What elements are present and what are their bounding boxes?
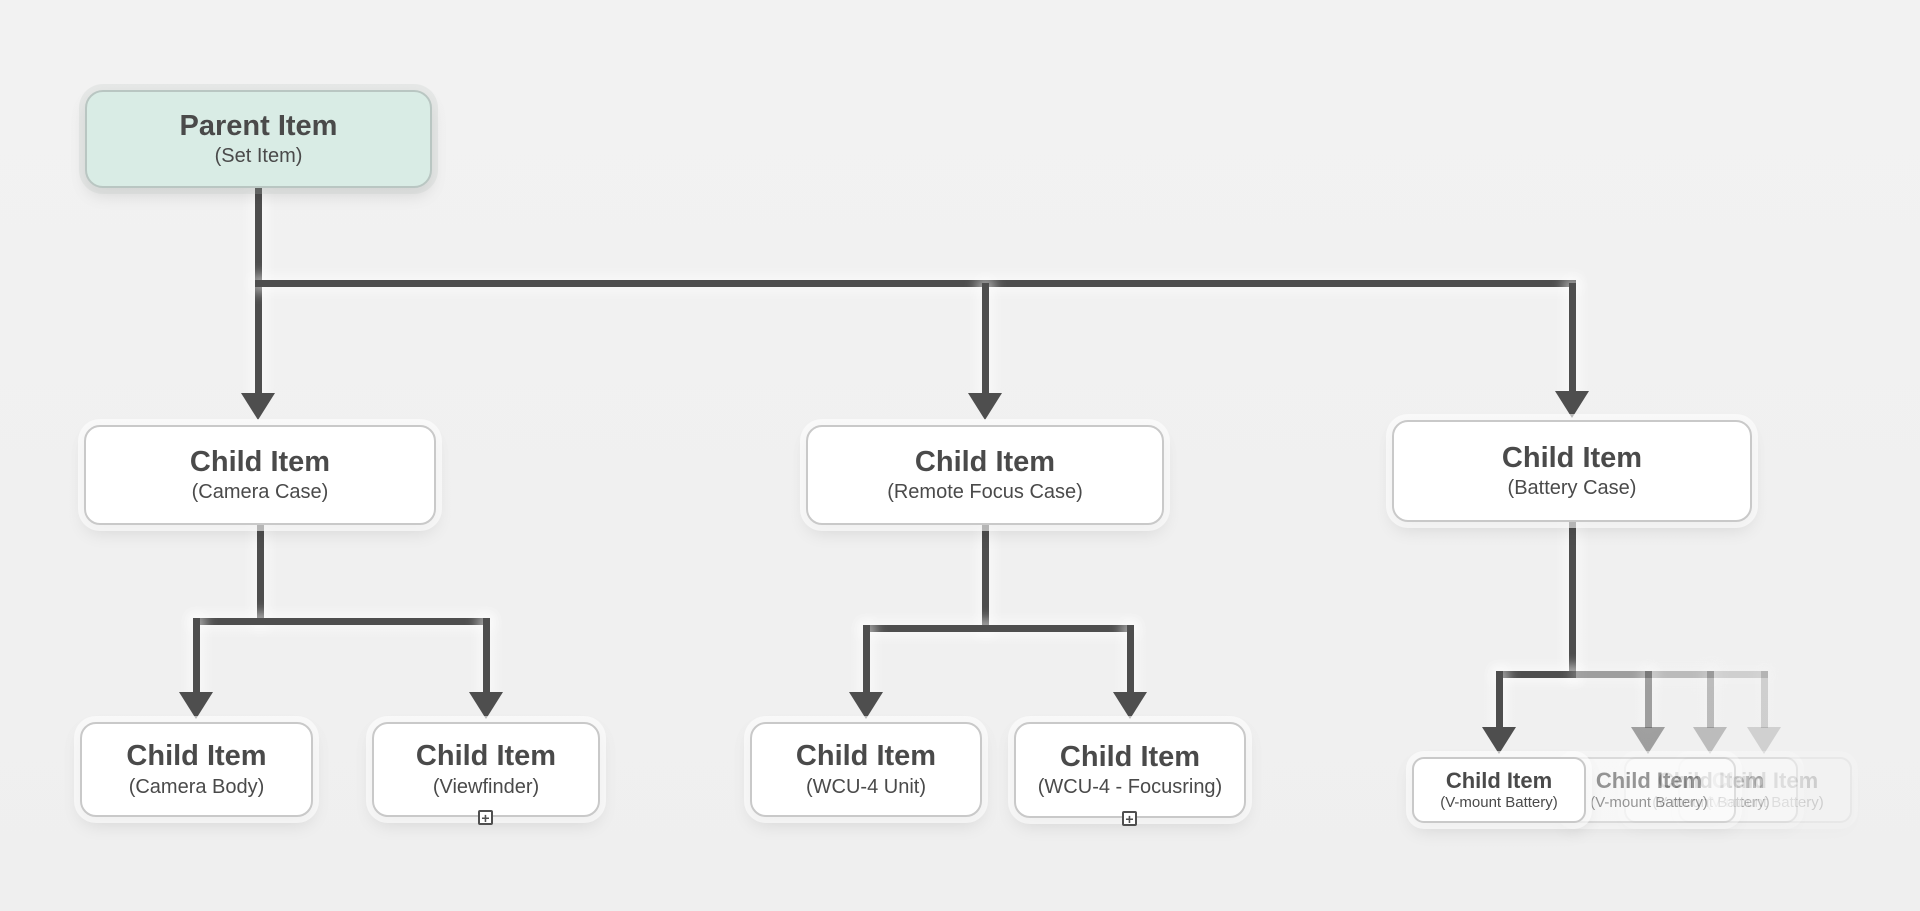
node-title: Child Item [189, 445, 331, 478]
node-subtitle: (Camera Case) [191, 481, 329, 504]
connector-drop-remote-focus-case [981, 283, 989, 395]
node-subtitle: (V-mount Battery) [1440, 793, 1558, 811]
connector-drop-camera-body [192, 617, 200, 694]
node-subtitle: (WCU-4 - Focusring) [1037, 776, 1223, 799]
node-subtitle: (Remote Focus Case) [887, 481, 1083, 504]
connector-drop-vmount-1 [1495, 670, 1503, 728]
arrowhead-to-battery-case [1555, 391, 1589, 418]
arrowhead-to-vmount-3 [1693, 727, 1727, 754]
connector-drop-wcu4-focusring [1126, 624, 1134, 694]
arrowhead-to-remote-focus-case [968, 393, 1002, 420]
node-title: Child Item [1501, 441, 1643, 474]
arrowhead-to-wcu4-focusring [1113, 692, 1147, 719]
node-wcu4-unit[interactable]: Child Item (WCU-4 Unit) [750, 722, 982, 817]
node-subtitle: (Battery Case) [1507, 477, 1637, 500]
node-vmount-battery-2[interactable]: Child Item (V-mount Battery) [1562, 757, 1736, 823]
node-battery-case[interactable]: Child Item (Battery Case) [1392, 420, 1752, 522]
connector-camera-case-horizontal [192, 617, 490, 625]
node-camera-case[interactable]: Child Item (Camera Case) [84, 425, 436, 525]
node-subtitle: (Viewfinder) [432, 775, 540, 798]
node-subtitle: (Set Item) [214, 145, 303, 168]
connector-battery-horizontal-4 [1713, 670, 1768, 678]
connector-drop-vmount-2 [1644, 670, 1652, 728]
node-parent-item[interactable]: Parent Item (Set Item) [85, 90, 432, 188]
arrowhead-to-vmount-4 [1747, 727, 1781, 754]
connector-battery-horizontal-1 [1495, 670, 1576, 678]
node-title: Child Item [1445, 767, 1553, 793]
node-remote-focus-case[interactable]: Child Item (Remote Focus Case) [806, 425, 1164, 525]
node-camera-body[interactable]: Child Item (Camera Body) [80, 722, 313, 817]
node-title: Child Item [1595, 767, 1703, 793]
node-vmount-battery-1[interactable]: Child Item (V-mount Battery) [1412, 757, 1586, 823]
connector-remote-focus-stem [981, 525, 989, 632]
connector-top-horizontal [254, 279, 1576, 287]
connector-battery-horizontal-2 [1575, 670, 1652, 678]
connector-camera-case-stem [256, 525, 264, 625]
node-title: Parent Item [179, 109, 338, 142]
node-wcu4-focusring[interactable]: Child Item (WCU-4 - Focusring) [1014, 722, 1246, 818]
node-title: Child Item [914, 445, 1056, 478]
connector-remote-focus-horizontal [862, 624, 1134, 632]
node-subtitle: (V-mount Battery) [1590, 793, 1708, 811]
connector-battery-case-stem [1568, 520, 1576, 678]
connector-parent-stem [254, 188, 262, 395]
arrowhead-to-wcu4-unit [849, 692, 883, 719]
node-title: Child Item [1059, 740, 1201, 773]
arrowhead-to-vmount-2 [1631, 727, 1665, 754]
connector-battery-horizontal-3 [1651, 670, 1714, 678]
connector-drop-vmount-4 [1760, 670, 1768, 728]
node-title: Child Item [795, 740, 937, 773]
arrowhead-to-vmount-1 [1482, 727, 1516, 754]
expand-children-icon[interactable]: + [478, 810, 493, 825]
arrowhead-to-camera-body [179, 692, 213, 719]
node-title: Child Item [126, 740, 267, 773]
arrowhead-to-viewfinder [469, 692, 503, 719]
connector-drop-vmount-3 [1706, 670, 1714, 728]
node-viewfinder[interactable]: Child Item (Viewfinder) [372, 722, 600, 817]
node-subtitle: (WCU-4 Unit) [806, 775, 926, 798]
expand-children-icon[interactable]: + [1122, 811, 1137, 826]
node-title: Child Item [415, 740, 557, 773]
connector-drop-battery-case [1568, 283, 1576, 393]
connector-drop-viewfinder [482, 617, 490, 694]
node-subtitle: (Camera Body) [128, 775, 265, 798]
arrowhead-to-camera-case [241, 393, 275, 420]
connector-drop-wcu4-unit [862, 624, 870, 694]
